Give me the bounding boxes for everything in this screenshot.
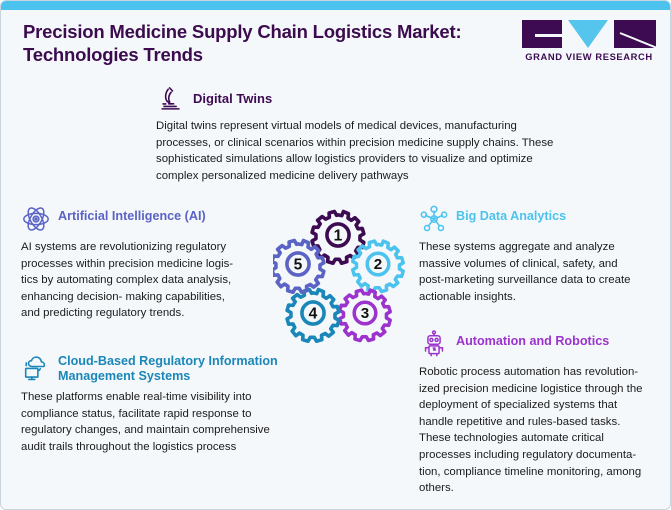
gear-2: 2 [350, 239, 405, 294]
logo-wordmark: GRAND VIEW RESEARCH [525, 51, 653, 62]
section-cloud-based-title: Cloud-Based Regulatory Information Manag… [58, 354, 278, 383]
gear-cluster-diagram: 1 2 3 4 [270, 201, 413, 344]
section-automation-robotics-head: Automation and Robotics [419, 329, 654, 359]
network-hub-icon [420, 205, 448, 232]
robot-icon [424, 330, 444, 357]
section-automation-robotics: Automation and Robotics Robotic process … [419, 329, 654, 497]
section-big-data-analytics-body: These systems aggregate and analyze mass… [419, 241, 631, 303]
gear-5-number: 5 [294, 256, 303, 273]
grand-view-research-logo: GRAND VIEW RESEARCH [522, 20, 656, 68]
header: Precision Medicine Supply Chain Logistic… [1, 10, 670, 74]
section-cloud-based-head: Cloud-Based Regulatory Information Manag… [21, 353, 291, 384]
section-big-data-analytics-head: Big Data Analytics [419, 204, 637, 234]
section-big-data-analytics-title: Big Data Analytics [456, 209, 567, 223]
section-cloud-based: Cloud-Based Regulatory Information Manag… [21, 353, 291, 455]
section-artificial-intelligence-head: Artificial Intelligence (AI) [21, 204, 236, 234]
gear-5: 5 [270, 238, 326, 295]
atom-icon [23, 207, 49, 231]
section-digital-twins-title: Digital Twins [193, 90, 273, 106]
section-artificial-intelligence-body: AI systems are revolutionizing regulator… [21, 241, 234, 320]
page-title: Precision Medicine Supply Chain Logistic… [23, 21, 462, 65]
gear-3: 3 [337, 288, 392, 343]
section-artificial-intelligence-title: Artificial Intelligence (AI) [58, 209, 206, 223]
section-digital-twins: Digital Twins Digital twins represent vi… [156, 83, 556, 184]
cloud-monitor-icon [24, 356, 46, 381]
gear-1: 1 [310, 209, 366, 266]
section-big-data-analytics: Big Data Analytics These systems aggrega… [419, 204, 637, 305]
gear-3-number: 3 [361, 305, 369, 322]
section-automation-robotics-title: Automation and Robotics [456, 334, 610, 348]
section-cloud-based-body: These platforms enable real-time visibil… [21, 391, 270, 453]
gear-2-number: 2 [374, 256, 382, 273]
section-digital-twins-head: Digital Twins [156, 83, 556, 113]
gear-4: 4 [285, 287, 341, 344]
top-accent-bar [1, 1, 670, 10]
gear-4-number: 4 [309, 305, 318, 322]
section-automation-robotics-body: Robotic process automation has revolutio… [419, 366, 643, 495]
logo-letter-g-icon [522, 20, 562, 48]
logo-marks [522, 20, 656, 50]
section-digital-twins-body: Digital twins represent virtual models o… [156, 120, 554, 182]
microscope-icon [161, 87, 180, 110]
section-artificial-intelligence: Artificial Intelligence (AI) AI systems … [21, 204, 236, 322]
gear-1-number: 1 [334, 227, 343, 244]
gear-cluster-svg: 1 2 3 4 [270, 209, 405, 344]
logo-letter-r-icon [614, 20, 656, 48]
logo-letter-v-icon [568, 20, 608, 48]
